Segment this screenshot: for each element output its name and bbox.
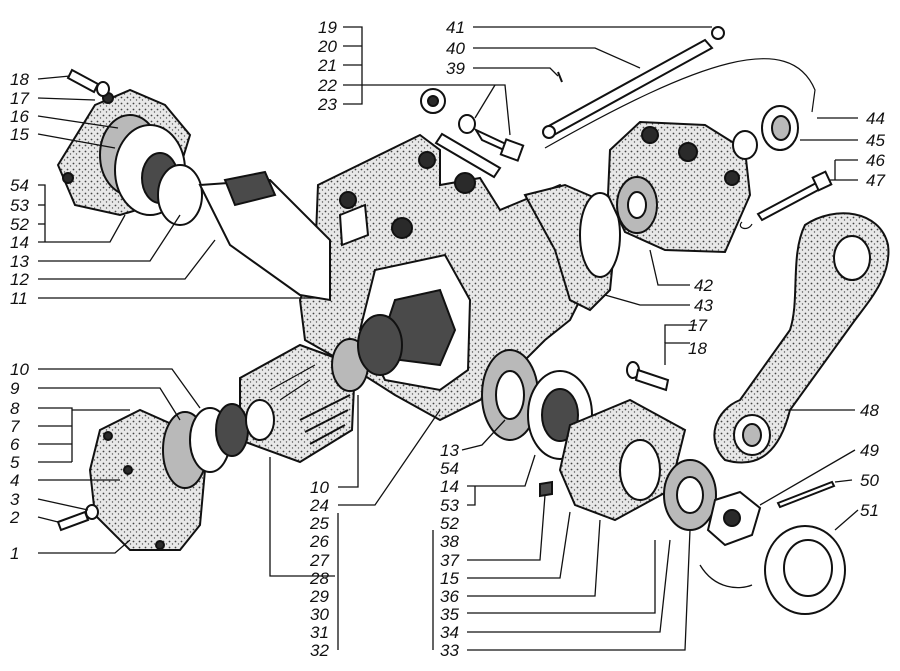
callout-35: 35 bbox=[440, 605, 459, 624]
callout-44: 44 bbox=[866, 109, 885, 128]
callout-39: 39 bbox=[446, 59, 465, 78]
callout-41: 41 bbox=[446, 18, 465, 37]
callout-21: 21 bbox=[317, 56, 337, 75]
bolt-17-18 bbox=[626, 361, 670, 392]
callout-46: 46 bbox=[866, 151, 885, 170]
callout-45: 45 bbox=[866, 131, 885, 150]
callout-8: 8 bbox=[10, 399, 20, 418]
callout-24: 24 bbox=[309, 496, 329, 515]
bolt-47 bbox=[739, 170, 833, 230]
callout-48: 48 bbox=[860, 401, 879, 420]
callout-labels: 18 17 16 15 54 53 52 14 13 12 11 10 9 8 … bbox=[9, 18, 885, 660]
callout-25: 25 bbox=[309, 514, 329, 533]
callout-14-lower: 14 bbox=[440, 477, 459, 496]
callout-51: 51 bbox=[860, 501, 879, 520]
callout-27: 27 bbox=[309, 551, 329, 570]
callout-14: 14 bbox=[10, 233, 29, 252]
callout-15: 15 bbox=[10, 125, 29, 144]
callout-23: 23 bbox=[317, 95, 337, 114]
callout-54: 54 bbox=[10, 176, 29, 195]
callout-4: 4 bbox=[10, 471, 19, 490]
parts-layer bbox=[56, 26, 890, 615]
callout-10-lower: 10 bbox=[310, 478, 329, 497]
callout-2: 2 bbox=[9, 508, 20, 527]
callout-54-lower: 54 bbox=[440, 459, 459, 478]
seal-ring bbox=[761, 105, 799, 151]
callout-9: 9 bbox=[10, 379, 20, 398]
callout-49: 49 bbox=[860, 441, 879, 460]
callout-12: 12 bbox=[10, 270, 29, 289]
leader-lines bbox=[37, 26, 859, 651]
callout-16: 16 bbox=[10, 107, 29, 126]
callout-33: 33 bbox=[440, 641, 459, 660]
callout-13-lower: 13 bbox=[440, 441, 459, 460]
callout-37: 37 bbox=[440, 551, 459, 570]
callout-18-right: 18 bbox=[688, 339, 707, 358]
callout-42: 42 bbox=[694, 276, 713, 295]
callout-38: 38 bbox=[440, 532, 459, 551]
lower-right-stack bbox=[481, 349, 846, 615]
callout-26: 26 bbox=[309, 532, 329, 551]
lower-left-stack bbox=[56, 399, 275, 551]
callout-6: 6 bbox=[10, 435, 20, 454]
callout-13: 13 bbox=[10, 252, 29, 271]
callout-17: 17 bbox=[10, 89, 29, 108]
callout-28: 28 bbox=[309, 569, 329, 588]
callout-47: 47 bbox=[866, 171, 885, 190]
callout-11: 11 bbox=[10, 289, 28, 308]
callout-40: 40 bbox=[446, 39, 465, 58]
control-rod bbox=[542, 26, 816, 149]
callout-29: 29 bbox=[309, 587, 329, 606]
callout-53: 53 bbox=[10, 196, 29, 215]
callout-52-lower: 52 bbox=[440, 514, 459, 533]
callout-5: 5 bbox=[10, 453, 20, 472]
callout-3: 3 bbox=[10, 490, 20, 509]
callout-19: 19 bbox=[318, 18, 337, 37]
callout-7: 7 bbox=[10, 417, 20, 436]
callout-15-lower: 15 bbox=[440, 569, 459, 588]
upper-left-stack bbox=[56, 68, 331, 302]
callout-43: 43 bbox=[694, 296, 713, 315]
callout-34: 34 bbox=[440, 623, 459, 642]
callout-18: 18 bbox=[10, 70, 29, 89]
callout-52: 52 bbox=[10, 215, 29, 234]
callout-53-lower: 53 bbox=[440, 496, 459, 515]
callout-30: 30 bbox=[310, 605, 329, 624]
callout-50: 50 bbox=[860, 471, 879, 490]
valve-body bbox=[606, 120, 758, 254]
side-cover bbox=[523, 183, 621, 312]
callout-32: 32 bbox=[310, 641, 329, 660]
callout-1: 1 bbox=[10, 544, 19, 563]
stud-assembly bbox=[420, 88, 525, 179]
callout-22: 22 bbox=[317, 76, 337, 95]
callout-10: 10 bbox=[10, 360, 29, 379]
pitman-arm bbox=[713, 212, 890, 464]
callout-20: 20 bbox=[317, 37, 337, 56]
callout-17-right: 17 bbox=[688, 316, 707, 335]
callout-31: 31 bbox=[310, 623, 329, 642]
callout-36: 36 bbox=[440, 587, 459, 606]
